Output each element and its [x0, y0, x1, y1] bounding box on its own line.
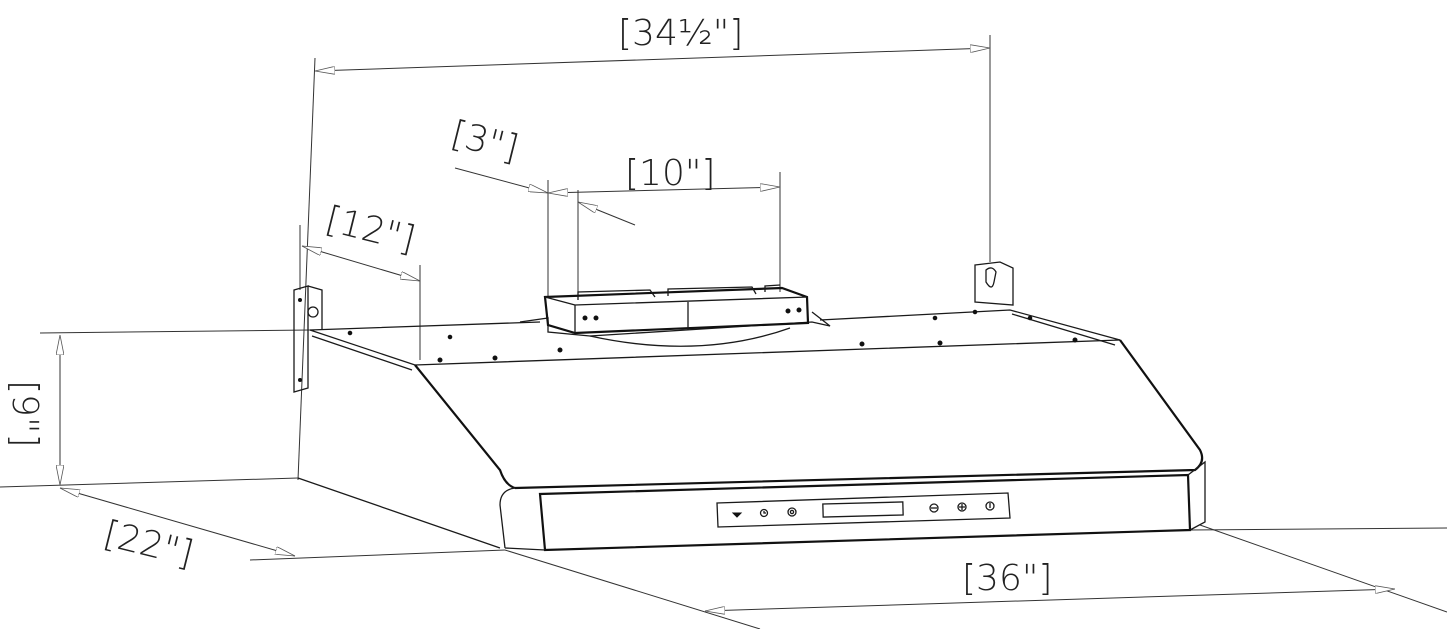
control-panel — [716, 492, 1011, 528]
hood-body — [297, 309, 1206, 552]
duct-collar — [519, 284, 831, 347]
label-duct-offset: [12"] — [322, 199, 420, 261]
label-duct-width: [10"] — [625, 153, 715, 194]
label-overall-width: [34½"] — [618, 13, 743, 54]
label-duct-depth: [3"] — [447, 113, 522, 169]
dimension-lines — [60, 48, 1395, 611]
timer-icon[interactable] — [759, 508, 769, 518]
light-icon[interactable] — [787, 507, 797, 517]
label-height: [9"] — [4, 380, 45, 448]
display-window — [822, 501, 904, 518]
dim-line-12 — [302, 245, 420, 282]
label-width: [36"] — [962, 558, 1052, 599]
wifi-icon[interactable] — [731, 512, 743, 518]
minus-icon[interactable] — [929, 503, 939, 513]
dim-line-3-b — [578, 201, 636, 226]
dim-line-22 — [60, 487, 295, 557]
power-icon[interactable] — [985, 501, 995, 511]
mounting-bracket-right — [974, 261, 1014, 306]
plus-icon[interactable] — [957, 502, 967, 512]
extension-lines — [0, 35, 1447, 629]
dim-line-3-a — [454, 167, 548, 194]
label-depth: [22"] — [100, 513, 198, 575]
mounting-bracket-left — [293, 285, 323, 393]
dim-line-10 — [548, 187, 780, 193]
dim-line-36 — [705, 589, 1395, 611]
dim-line-34-5 — [315, 48, 990, 71]
